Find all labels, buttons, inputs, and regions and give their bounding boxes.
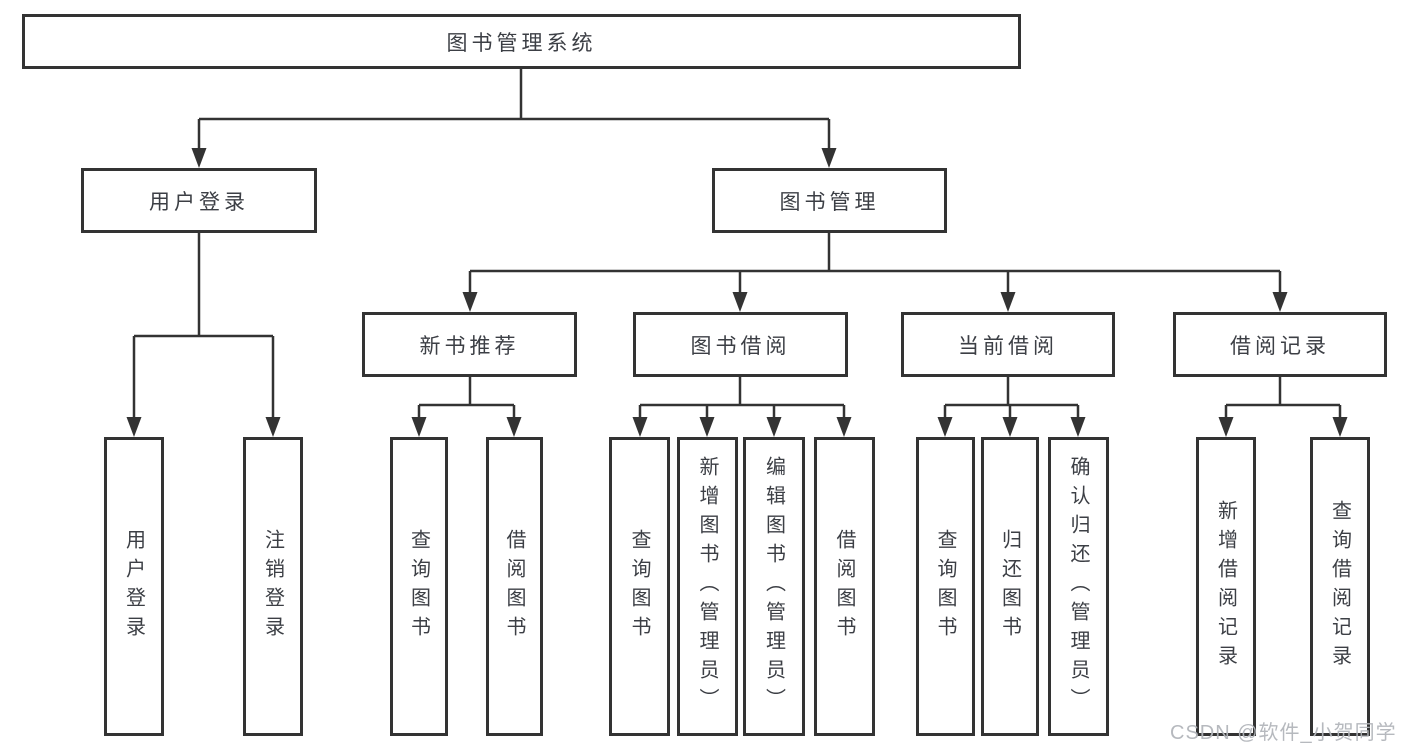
leaf-return-books: 归还图书 (981, 437, 1039, 736)
leaf-query-books-borrowing: 查询图书 (609, 437, 670, 736)
leaf-edit-book-admin: 编辑图书（管理员） (743, 437, 805, 736)
leaf-query-books-recommend: 查询图书 (390, 437, 448, 736)
leaf-confirm-return-admin: 确认归还（管理员） (1048, 437, 1109, 736)
csdn-watermark: CSDN @软件_小贺同学 (1170, 722, 1397, 744)
leaf-add-borrow-record: 新增借阅记录 (1196, 437, 1256, 736)
leaf-query-books-current: 查询图书 (916, 437, 975, 736)
leaf-user-login: 用户登录 (104, 437, 164, 736)
node-book-borrowing: 图书借阅 (633, 312, 848, 377)
leaf-add-book-admin: 新增图书（管理员） (677, 437, 738, 736)
node-user-login: 用户登录 (81, 168, 317, 233)
node-root-library-management-system: 图书管理系统 (22, 14, 1021, 69)
arrowheads (126, 148, 1348, 437)
node-current-borrowing: 当前借阅 (901, 312, 1115, 377)
node-borrowing-records: 借阅记录 (1173, 312, 1387, 377)
node-new-book-recommendation: 新书推荐 (362, 312, 577, 377)
tree-edges (132, 69, 1342, 421)
leaf-logout: 注销登录 (243, 437, 303, 736)
leaf-query-borrow-record: 查询借阅记录 (1310, 437, 1370, 736)
node-book-management: 图书管理 (712, 168, 947, 233)
leaf-borrow-books-borrowing: 借阅图书 (814, 437, 875, 736)
leaf-borrow-books-recommend: 借阅图书 (486, 437, 543, 736)
